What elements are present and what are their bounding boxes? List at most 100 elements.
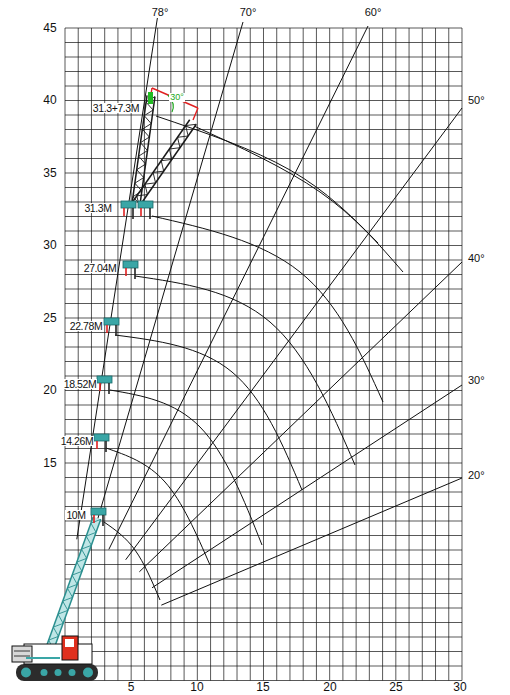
grid-line: [276, 28, 277, 681]
grid-line: [65, 622, 462, 623]
hook-path-arc: [152, 216, 383, 402]
grid-line: [356, 28, 357, 681]
operator-cab: [62, 636, 78, 660]
angle-label: 20°: [467, 470, 486, 481]
grid-line: [144, 28, 145, 681]
grid-line: [263, 28, 264, 681]
jib-offset-line: [193, 108, 198, 120]
angle-label: 78°: [151, 7, 170, 18]
grid-line: [131, 28, 132, 681]
angle-label: 60°: [364, 7, 383, 18]
axis-label: 20: [42, 384, 57, 396]
boom-head-mark: [96, 441, 98, 449]
grid-line: [65, 100, 462, 101]
hook-rope: [102, 515, 104, 526]
axis-label: 30: [42, 239, 57, 251]
hook-path-arc: [104, 522, 160, 600]
grid-line: [65, 521, 462, 522]
body-stripe: [26, 657, 60, 659]
grid-line: [65, 347, 462, 348]
axis-label: 30: [452, 681, 467, 693]
grid-line: [91, 28, 92, 681]
grid-line: [65, 390, 462, 391]
grid-line: [65, 434, 462, 435]
boom-head-block: [123, 261, 138, 268]
grid-line: [65, 608, 462, 609]
angle-line: [161, 478, 462, 605]
hook-path-arc: [115, 335, 302, 490]
grid-line: [289, 28, 290, 681]
boom-chord: [139, 124, 196, 206]
track-wheel: [69, 669, 76, 676]
grid-line: [65, 71, 462, 72]
grid-line: [65, 173, 462, 174]
grid-line: [65, 506, 462, 507]
hook-path-arc: [106, 448, 210, 565]
boom-length-label: 18.52M: [63, 379, 98, 390]
grid-line: [65, 57, 462, 58]
grid-line: [157, 28, 158, 681]
chart-grid: [65, 28, 462, 681]
angle-line: [152, 385, 462, 588]
grid-line: [65, 42, 462, 43]
counterweight-line: [14, 656, 30, 657]
hook-path-arcs: [104, 116, 403, 600]
angle-label: 30°: [467, 375, 486, 386]
boom-head-mark: [123, 208, 125, 216]
boom-head-block: [94, 434, 109, 441]
grid-line: [65, 666, 462, 667]
boom-head: [97, 376, 112, 394]
hook-rope: [105, 441, 107, 452]
grid-line: [65, 260, 462, 261]
grid-line: [65, 492, 462, 493]
axis-label: 15: [42, 457, 57, 469]
boom-length-label: 27.04M: [83, 263, 118, 274]
offset-angle-label: 30°: [169, 93, 185, 102]
boom-head-mark: [106, 325, 108, 333]
grid-line: [461, 28, 462, 681]
track-wheel: [21, 668, 31, 678]
grid-line: [316, 28, 317, 681]
angle-label: 50°: [467, 95, 486, 106]
grid-line: [65, 361, 462, 362]
grid-line: [65, 405, 462, 406]
main-boom-body: [46, 517, 101, 650]
boom-head-block: [138, 201, 153, 208]
track-wheel: [83, 668, 93, 678]
axis-label: 10: [189, 681, 204, 693]
grid-line: [303, 28, 304, 681]
grid-line: [422, 28, 423, 681]
axis-label: 20: [322, 681, 337, 693]
grid-line: [329, 28, 330, 681]
boom-length-label: 22.78M: [69, 321, 104, 332]
boom-head-mark: [125, 268, 127, 276]
grid-line: [65, 318, 462, 319]
grid-line: [65, 28, 462, 29]
boom-head: [104, 318, 119, 336]
axis-label: 35: [42, 167, 57, 179]
hook-rope: [108, 383, 110, 394]
grid-line: [65, 564, 462, 565]
grid-line: [65, 477, 462, 478]
grid-line: [409, 28, 410, 681]
hook-path-arc: [135, 276, 355, 465]
grid-line: [223, 28, 224, 681]
boom-head-block: [121, 201, 136, 208]
axis-label: 25: [42, 312, 57, 324]
grid-line: [65, 303, 462, 304]
counterweight: [12, 646, 32, 662]
angle-line: [77, 14, 158, 539]
axis-label: 40: [42, 94, 57, 106]
boom-head-mark: [93, 515, 95, 523]
counterweight-line: [14, 651, 30, 652]
boom-head-mark: [140, 208, 142, 216]
axis-label: 15: [255, 681, 270, 693]
grid-line: [65, 651, 462, 652]
grid-line: [382, 28, 383, 681]
hook-path-arc: [194, 126, 403, 272]
grid-line: [65, 448, 462, 449]
grid-line: [65, 274, 462, 275]
grid-line: [65, 115, 462, 116]
grid-line: [342, 28, 343, 681]
boom-head-block: [91, 508, 106, 515]
